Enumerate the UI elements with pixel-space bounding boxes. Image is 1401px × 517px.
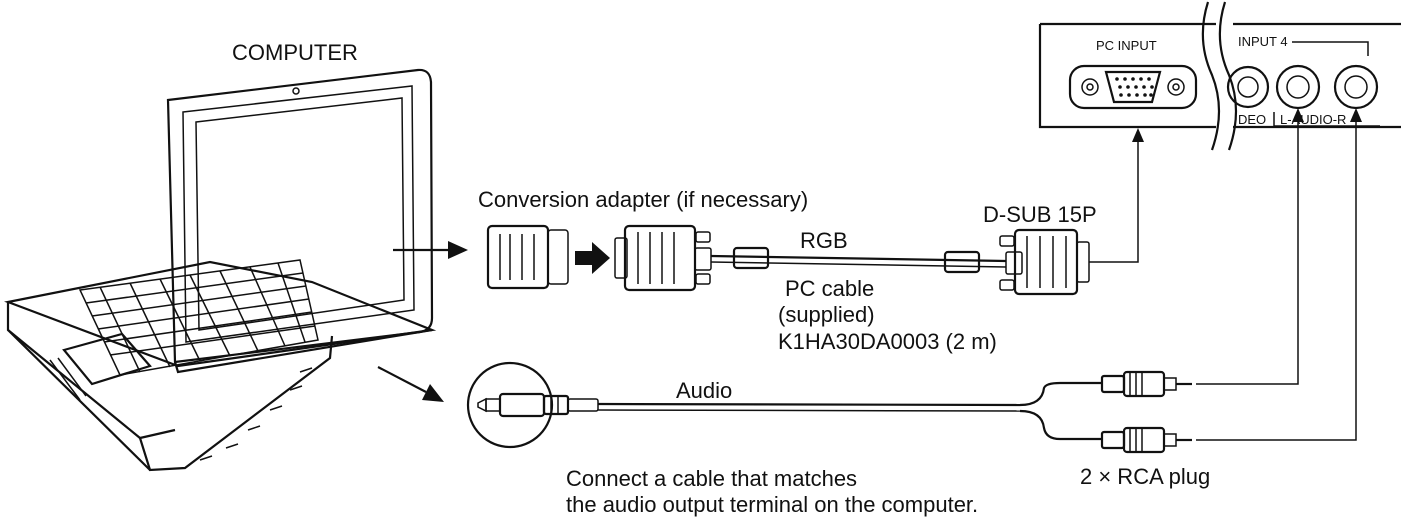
arrow-to-audio <box>377 366 444 402</box>
audio-r-connection-line <box>1196 108 1362 441</box>
computer-label: COMPUTER <box>232 40 358 65</box>
rear-panel <box>1038 1 1401 151</box>
pc-cable-right-plug <box>999 228 1090 296</box>
pc-cable <box>710 246 1007 274</box>
audio-mini-plug <box>466 361 599 449</box>
video-label: DEO <box>1238 112 1266 127</box>
touchpad <box>62 332 152 386</box>
rca-plug-label: 2 × RCA plug <box>1080 464 1210 489</box>
audio-l-jack <box>1275 64 1321 110</box>
rca-plug-upper <box>1100 370 1192 398</box>
supplied-label: (supplied) <box>778 302 875 327</box>
arrow-to-rgb <box>393 241 468 259</box>
pc-cable-label: PC cable <box>785 276 874 301</box>
rgb-connection-line <box>1089 128 1144 263</box>
input4-label: INPUT 4 <box>1238 34 1288 49</box>
keyboard <box>78 259 319 376</box>
dsub-label: D-SUB 15P <box>983 202 1097 227</box>
adapter-arrow <box>575 242 610 274</box>
audio-r-jack <box>1333 64 1379 110</box>
part-number-label: K1HA30DA0003 (2 m) <box>778 329 997 354</box>
connect-note-line1: Connect a cable that matches <box>566 466 857 491</box>
conversion-adapter <box>486 224 569 290</box>
audio-cable <box>597 381 1102 441</box>
pc-input-label: PC INPUT <box>1096 38 1157 53</box>
audio-l-connection-line <box>1196 108 1304 385</box>
conversion-adapter-label: Conversion adapter (if necessary) <box>478 187 808 212</box>
pc-input-port <box>1068 64 1198 110</box>
audio-label: Audio <box>676 378 732 403</box>
audio-lr-label: L-AUDIO-R <box>1280 112 1346 127</box>
rgb-label: RGB <box>800 228 848 253</box>
rca-plug-lower <box>1100 426 1192 454</box>
video-jack <box>1226 65 1270 109</box>
connect-note-line2: the audio output terminal on the compute… <box>566 492 978 517</box>
pc-cable-left-plug <box>614 224 712 292</box>
laptop-computer <box>4 68 437 472</box>
